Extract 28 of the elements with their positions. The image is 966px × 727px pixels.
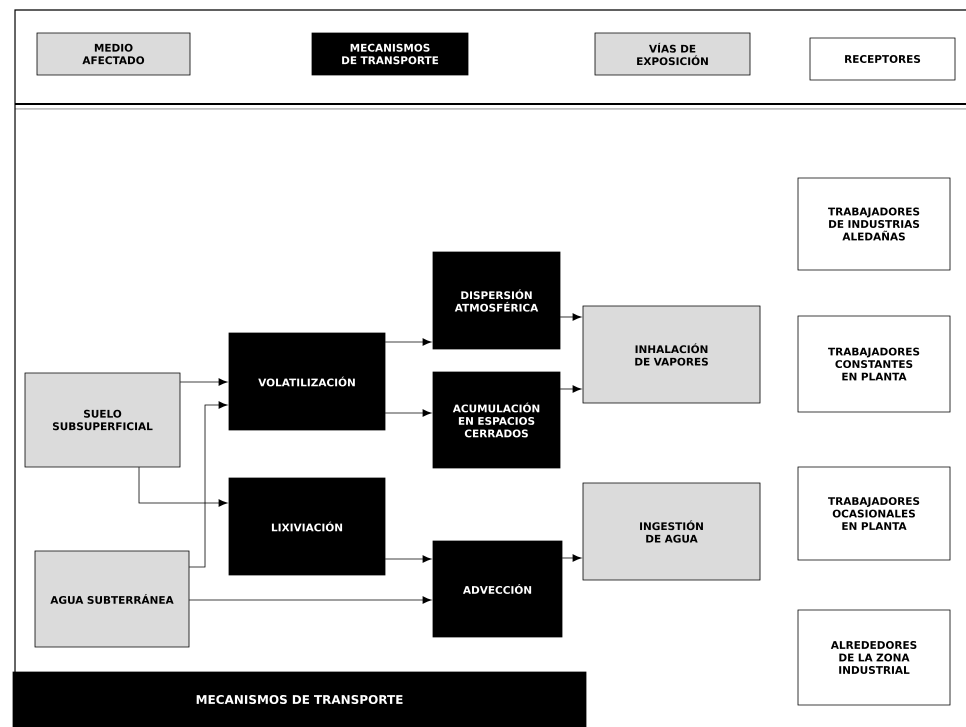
exposure-box: INHALACIÓN DE VAPORES (582, 306, 760, 404)
arrow (560, 313, 582, 321)
column-header: MEDIO AFECTADO (36, 32, 190, 76)
receptor-box: TRABAJADORES DE INDUSTRIAS ALEDAÑAS (798, 178, 950, 270)
arrow (189, 596, 432, 604)
process-box: DISPERSIÓN ATMOSFÉRICA (432, 252, 560, 350)
arrow (189, 401, 228, 568)
arrow (138, 467, 228, 507)
column-header: VÍAS DE EXPOSICIÓN (594, 32, 750, 76)
arrow (385, 409, 432, 417)
receptor-box: TRABAJADORES CONSTANTES EN PLANTA (798, 316, 950, 412)
process-box: LIXIVIACIÓN (228, 478, 386, 576)
exposure-box: INGESTIÓN DE AGUA (582, 482, 760, 580)
receptor-box: ALREDEDORES DE LA ZONA INDUSTRIAL (798, 610, 950, 706)
arrow (385, 338, 432, 346)
arrow (385, 555, 432, 563)
arrow (180, 378, 228, 386)
process-box: ACUMULACIÓN EN ESPACIOS CERRADOS (432, 372, 560, 468)
title-bar: MECANISMOS DE TRANSPORTE (12, 672, 586, 727)
process-box: ADVECCIÓN (432, 540, 562, 638)
arrow (560, 385, 582, 393)
source-box: SUELO SUBSUPERFICIAL (24, 372, 180, 468)
process-box: VOLATILIZACIÓN (228, 332, 386, 430)
receptor-box: TRABAJADORES OCASIONALES EN PLANTA (798, 466, 950, 560)
column-header: MECANISMOS DE TRANSPORTE (312, 32, 468, 76)
arrow (562, 554, 582, 562)
source-box: AGUA SUBTERRÁNEA (34, 550, 190, 648)
column-header: RECEPTORES (810, 38, 956, 80)
